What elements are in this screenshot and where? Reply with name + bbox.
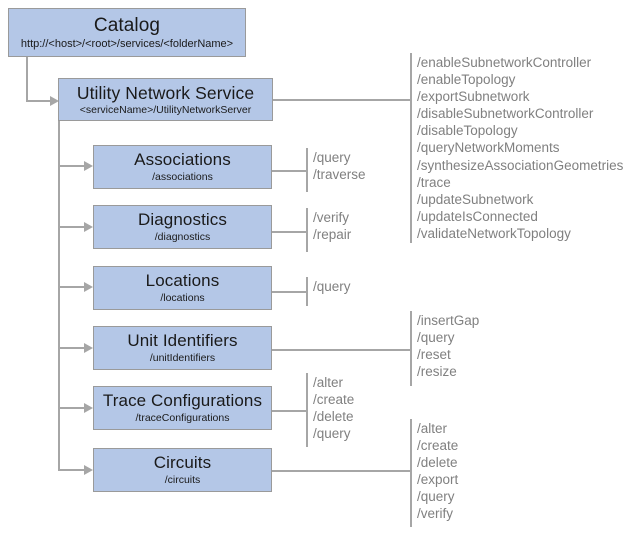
node-circuits[interactable]: Circuits /circuits: [93, 448, 272, 492]
node-associations[interactable]: Associations /associations: [93, 145, 272, 189]
connector-branch-locations: [58, 286, 87, 288]
operation-item[interactable]: /disableSubnetworkController: [417, 106, 594, 122]
arrow-catalog-to-service: [50, 96, 59, 106]
node-catalog-title: Catalog: [93, 14, 161, 36]
operation-item[interactable]: /updateIsConnected: [417, 208, 538, 224]
node-unit-identifiers[interactable]: Unit Identifiers /unitIdentifiers: [93, 326, 272, 370]
bracket-associations-ops: [306, 148, 308, 192]
connector-trace-configurations-to-ops: [272, 410, 308, 412]
operation-item[interactable]: /delete: [417, 455, 458, 471]
node-trace-configurations-path: /traceConfigurations: [135, 412, 230, 424]
node-catalog[interactable]: Catalog http://<host>/<root>/services/<f…: [8, 8, 246, 57]
operation-item[interactable]: /alter: [313, 375, 344, 390]
node-diagnostics-title: Diagnostics: [138, 210, 227, 229]
node-utility-network-service-title: Utility Network Service: [76, 82, 255, 103]
arrow-to-trace-configurations: [84, 403, 93, 413]
operation-item[interactable]: /disableTopology: [417, 123, 518, 139]
operation-item[interactable]: /enableSubnetworkController: [417, 55, 592, 70]
operation-item[interactable]: /query: [417, 330, 455, 346]
connector-branch-trace-configurations: [58, 407, 87, 409]
bracket-locations-ops: [306, 277, 308, 306]
operation-item[interactable]: /resize: [417, 364, 457, 380]
operation-item[interactable]: /reset: [417, 347, 451, 363]
operation-item[interactable]: /updateSubnetwork: [417, 191, 534, 207]
node-trace-configurations-title: Trace Configurations: [102, 391, 263, 410]
node-diagnostics-path: /diagnostics: [154, 231, 211, 243]
arrow-to-locations: [84, 282, 93, 292]
operation-item[interactable]: /export: [417, 472, 459, 488]
node-unit-identifiers-path: /unitIdentifiers: [149, 352, 216, 364]
operations-list-unit-identifiers[interactable]: /insertGap/query/reset/resize: [417, 312, 479, 380]
connector-diagnostics-to-ops: [272, 231, 308, 233]
node-locations-title: Locations: [145, 271, 220, 290]
operation-item[interactable]: /verify: [313, 210, 350, 225]
operation-item[interactable]: /exportSubnetwork: [417, 89, 530, 105]
operation-item[interactable]: /delete: [313, 409, 354, 425]
connector-circuits-to-ops: [272, 470, 411, 472]
operation-item[interactable]: /query: [313, 279, 351, 294]
operations-list-circuits[interactable]: /alter/create/delete/export/query/verify: [417, 420, 458, 523]
node-catalog-path: http://<host>/<root>/services/<folderNam…: [20, 37, 234, 50]
node-locations-path: /locations: [160, 292, 205, 304]
arrow-to-diagnostics: [84, 222, 93, 232]
operation-item[interactable]: /validateNetworkTopology: [417, 225, 571, 241]
bracket-service-ops: [410, 53, 412, 243]
connector-unit-identifiers-to-ops: [272, 349, 411, 351]
connector-catalog-vertical: [26, 56, 28, 102]
node-trace-configurations[interactable]: Trace Configurations /traceConfiguration…: [93, 386, 272, 430]
operation-item[interactable]: /insertGap: [417, 313, 480, 328]
bracket-unit-identifiers-ops: [410, 311, 412, 386]
node-utility-network-service[interactable]: Utility Network Service <serviceName>/Ut…: [58, 78, 273, 121]
node-unit-identifiers-title: Unit Identifiers: [127, 331, 238, 350]
connector-branch-diagnostics: [58, 226, 87, 228]
operations-list-associations[interactable]: /query/traverse: [313, 149, 366, 183]
operation-item[interactable]: /synthesizeAssociationGeometries: [417, 157, 624, 173]
operation-item[interactable]: /verify: [417, 506, 454, 522]
operations-list-trace-configurations[interactable]: /alter/create/delete/query: [313, 374, 354, 442]
connector-branch-unit-identifiers: [58, 347, 87, 349]
operations-list-service[interactable]: /enableSubnetworkController/enableTopolo…: [417, 54, 623, 242]
connector-catalog-horizontal: [26, 100, 52, 102]
bracket-trace-configurations-ops: [306, 373, 308, 447]
operation-item[interactable]: /create: [417, 438, 459, 454]
connector-branch-circuits: [58, 469, 87, 471]
operation-item[interactable]: /repair: [313, 227, 352, 243]
connector-locations-to-ops: [272, 291, 308, 293]
operation-item[interactable]: /queryNetworkMoments: [417, 140, 560, 156]
node-associations-path: /associations: [152, 171, 213, 183]
operations-list-diagnostics[interactable]: /verify/repair: [313, 209, 351, 243]
connector-branch-associations: [58, 165, 87, 167]
operation-item[interactable]: /traverse: [313, 167, 366, 183]
bracket-circuits-ops: [410, 419, 412, 527]
connector-service-to-ops: [273, 99, 411, 101]
operation-item[interactable]: /enableTopology: [417, 72, 516, 88]
node-circuits-title: Circuits: [153, 453, 212, 472]
operation-item[interactable]: /alter: [417, 421, 448, 436]
node-locations[interactable]: Locations /locations: [93, 266, 272, 310]
operation-item[interactable]: /query: [417, 489, 455, 505]
bracket-diagnostics-ops: [306, 208, 308, 252]
arrow-to-circuits: [84, 465, 93, 475]
operations-list-locations[interactable]: /query: [313, 278, 351, 295]
arrow-to-associations: [84, 161, 93, 171]
connector-service-trunk: [58, 120, 60, 471]
connector-associations-to-ops: [272, 170, 308, 172]
node-utility-network-service-path: <serviceName>/UtilityNetworkServer: [79, 103, 252, 116]
arrow-to-unit-identifiers: [84, 343, 93, 353]
node-circuits-path: /circuits: [164, 474, 201, 486]
operation-item[interactable]: /query: [313, 150, 351, 165]
node-diagnostics[interactable]: Diagnostics /diagnostics: [93, 205, 272, 249]
operation-item[interactable]: /query: [313, 426, 351, 442]
operation-item[interactable]: /trace: [417, 174, 451, 190]
operation-item[interactable]: /create: [313, 392, 355, 408]
node-associations-title: Associations: [134, 150, 231, 169]
